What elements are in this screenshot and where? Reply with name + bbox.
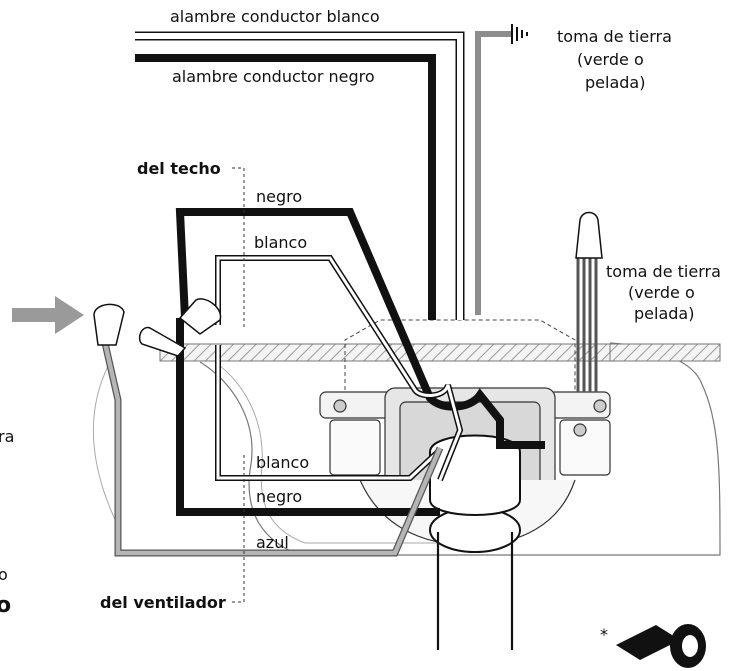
label-fan-black: negro — [256, 487, 302, 506]
black-conductor-ceiling — [135, 54, 436, 320]
pointer-arrow — [12, 296, 84, 334]
ceiling-outline — [199, 342, 721, 556]
label-ground-top-1: toma de tierra — [557, 27, 672, 46]
label-ground-right-3: pelada) — [634, 304, 694, 323]
label-from-ceiling: del techo — [137, 159, 221, 178]
ceiling-hatch-right — [609, 343, 721, 362]
label-cut-ra: ra — [0, 427, 14, 446]
label-ceiling-black: negro — [256, 187, 302, 206]
label-fan-white: blanco — [256, 453, 309, 472]
ceiling-outline-left — [92, 361, 121, 531]
ground-wire-top — [475, 31, 512, 315]
label-cut-o: o — [0, 565, 8, 584]
label-fan-blue: azul — [256, 533, 289, 552]
label-cut-bold-o: o — [0, 593, 11, 618]
wire-nut-white — [138, 326, 187, 357]
fan-bracket — [232, 455, 245, 603]
label-black-conductor: alambre conductor negro — [172, 67, 375, 86]
wire-nut-right — [575, 211, 603, 259]
ground-wires-right — [576, 255, 598, 392]
label-ground-right-2: (verde o — [628, 283, 695, 302]
label-ground-top-3: pelada) — [585, 73, 645, 92]
ground-symbol-top — [511, 24, 528, 44]
black-wire-lower — [176, 318, 440, 516]
wire-nut-black — [178, 298, 222, 335]
label-tape-note: * — [600, 625, 608, 644]
label-from-fan: del ventilador — [100, 593, 226, 612]
label-white-conductor: alambre conductor blanco — [170, 7, 380, 26]
ceiling-outline-inner — [214, 361, 440, 544]
electrical-tape-icon — [616, 624, 706, 668]
label-ground-top-2: (verde o — [577, 50, 644, 69]
ceiling-bracket — [232, 167, 245, 330]
label-ceiling-white: blanco — [254, 233, 307, 252]
wire-nut-blue — [93, 303, 125, 346]
label-ground-right-1: toma de tierra — [606, 262, 721, 281]
